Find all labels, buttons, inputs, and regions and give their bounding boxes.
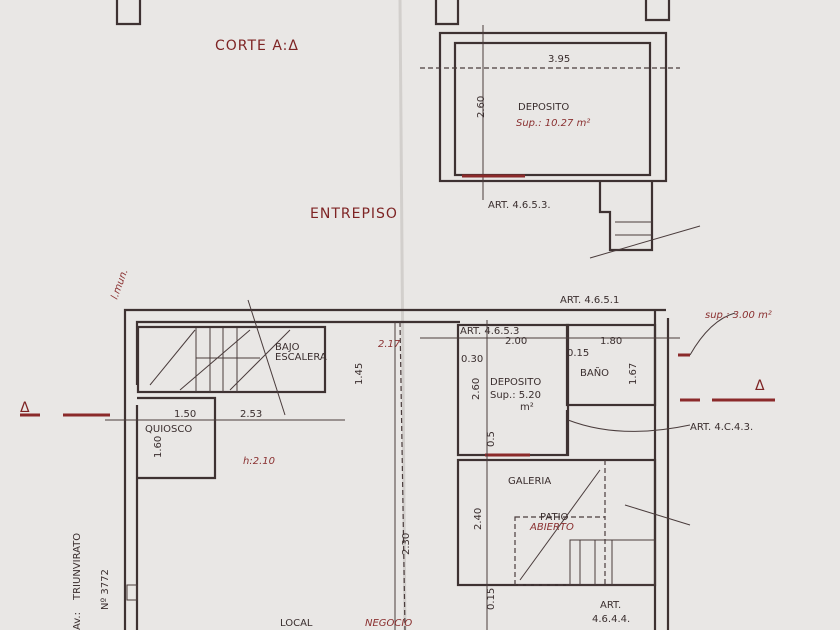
dim-145: 1.45 xyxy=(354,363,365,385)
negocio-label: NEGOCIO xyxy=(365,618,412,629)
dim-240: 2.40 xyxy=(473,508,484,530)
dim-200: 2.00 xyxy=(505,336,527,347)
height-label: h:2.10 xyxy=(243,456,275,467)
dim-167: 1.67 xyxy=(628,363,639,385)
section-title: CORTE A:Δ xyxy=(215,38,299,54)
dim-width: 3.95 xyxy=(548,54,570,65)
dim-015-bottom: 0.15 xyxy=(486,588,497,610)
article-4644-a: ART. xyxy=(600,600,621,611)
section-marker-symbol: Δ xyxy=(755,378,766,394)
street-name: TRIUNVIRATO xyxy=(72,533,83,601)
article-4651: ART. 4.6.5.1 xyxy=(560,295,619,306)
article-4c43: ART. 4.C.4.3. xyxy=(690,422,753,433)
dim-030: 0.30 xyxy=(461,354,483,365)
galeria-label: GALERIA xyxy=(508,476,551,487)
deposito-area: Sup.: 5.20 xyxy=(490,390,541,401)
bano-label: BAÑO xyxy=(580,366,609,379)
patio-label-2: ABIERTO xyxy=(529,522,574,533)
dim-05: 0.5 xyxy=(486,431,497,447)
section-marker-right: Δ xyxy=(680,378,775,402)
patio-label: PATIO xyxy=(540,512,569,523)
label-escalera: ESCALERA xyxy=(275,352,327,363)
dim-260: 2.60 xyxy=(471,378,482,400)
dim-150: 1.50 xyxy=(174,409,196,420)
room-area: Sup.: 10.27 m² xyxy=(516,118,590,129)
section-marker-symbol: Δ xyxy=(20,400,31,416)
dim-015: 0.15 xyxy=(567,348,589,359)
dim-230: 2.30 xyxy=(401,533,412,555)
entrepiso-deposito xyxy=(420,25,701,259)
dim-depth: 2.60 xyxy=(476,96,487,118)
paper-fold xyxy=(398,0,407,630)
street-number: Nº 3772 xyxy=(100,569,111,610)
article-4644-b: 4.6.4.4. xyxy=(592,614,630,625)
room-label: DEPOSITO xyxy=(518,102,569,113)
label-bajo: BAJO xyxy=(275,342,300,353)
patio-area: sup.: 3.00 m² xyxy=(705,310,772,321)
dim-180: 1.80 xyxy=(600,336,622,347)
dim-160: 1.60 xyxy=(153,436,164,458)
article-label: ART. 4.6.5.3. xyxy=(488,200,551,211)
upper-wall-stubs xyxy=(115,0,671,26)
section-marker-left: Δ xyxy=(20,400,110,417)
dim-217: 2.17 xyxy=(378,339,401,350)
quiosco-label: QUIOSCO xyxy=(145,424,192,435)
local-label: LOCAL xyxy=(280,618,313,629)
ground-floor-walls xyxy=(105,299,736,630)
deposito-label: DEPOSITO xyxy=(490,377,541,388)
article-4653: ART. 4.6.5.3 xyxy=(460,326,519,337)
municipal-line-label: l.mun. xyxy=(109,268,130,301)
window xyxy=(126,584,138,601)
level-label: ENTREPISO xyxy=(310,206,398,222)
deposito-unit: m² xyxy=(520,402,534,413)
dim-253: 2.53 xyxy=(240,409,262,420)
street-prefix: Av.: xyxy=(72,612,83,630)
